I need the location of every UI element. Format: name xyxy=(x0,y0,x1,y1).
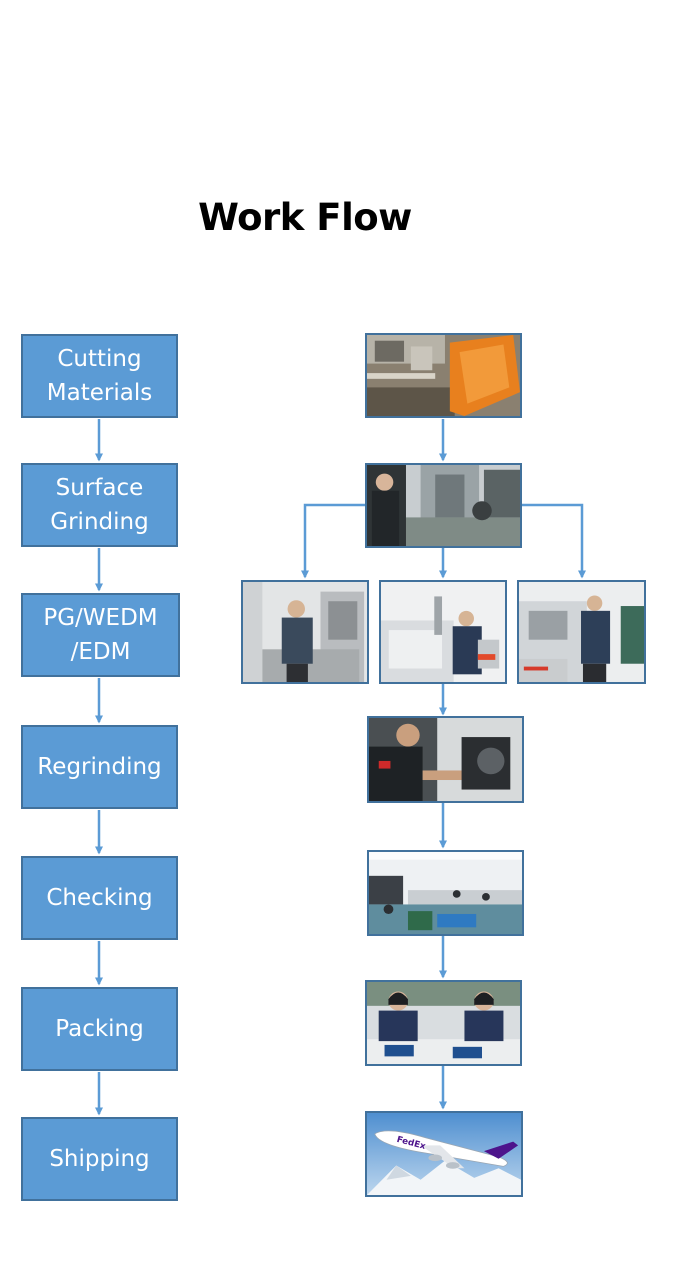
photo-regrinding-operator xyxy=(367,716,524,803)
photo-surface-grinder-operator xyxy=(365,463,522,548)
photo-inspection-room xyxy=(367,850,524,936)
step-label: PG/WEDM /EDM xyxy=(43,604,158,666)
step-label: Packing xyxy=(55,1015,144,1042)
photo-packing-workers xyxy=(365,980,522,1066)
step-regrinding: Regrinding xyxy=(21,725,178,809)
step-packing: Packing xyxy=(21,987,178,1071)
step-shipping: Shipping xyxy=(21,1117,178,1201)
photo-wire-edm-operator xyxy=(379,580,507,684)
photo-profile-grinder-operator xyxy=(241,580,369,684)
step-cutting-materials: Cutting Materials xyxy=(21,334,178,418)
arrow-branch-right xyxy=(522,503,586,579)
step-label: Regrinding xyxy=(37,753,162,780)
photo-cargo-airplane: FedEx xyxy=(365,1111,523,1197)
step-label: Shipping xyxy=(49,1145,150,1172)
photo-cutting-machine xyxy=(365,333,522,418)
step-checking: Checking xyxy=(21,856,178,940)
page-title: Work Flow xyxy=(198,196,412,239)
photo-edm-operator xyxy=(517,580,646,684)
step-surface-grinding: Surface Grinding xyxy=(21,463,178,547)
step-label: Cutting Materials xyxy=(46,345,153,407)
step-label: Surface Grinding xyxy=(50,474,149,536)
arrow-branch-left xyxy=(301,503,365,579)
step-pg-wedm-edm: PG/WEDM /EDM xyxy=(21,593,180,677)
step-label: Checking xyxy=(46,884,153,911)
